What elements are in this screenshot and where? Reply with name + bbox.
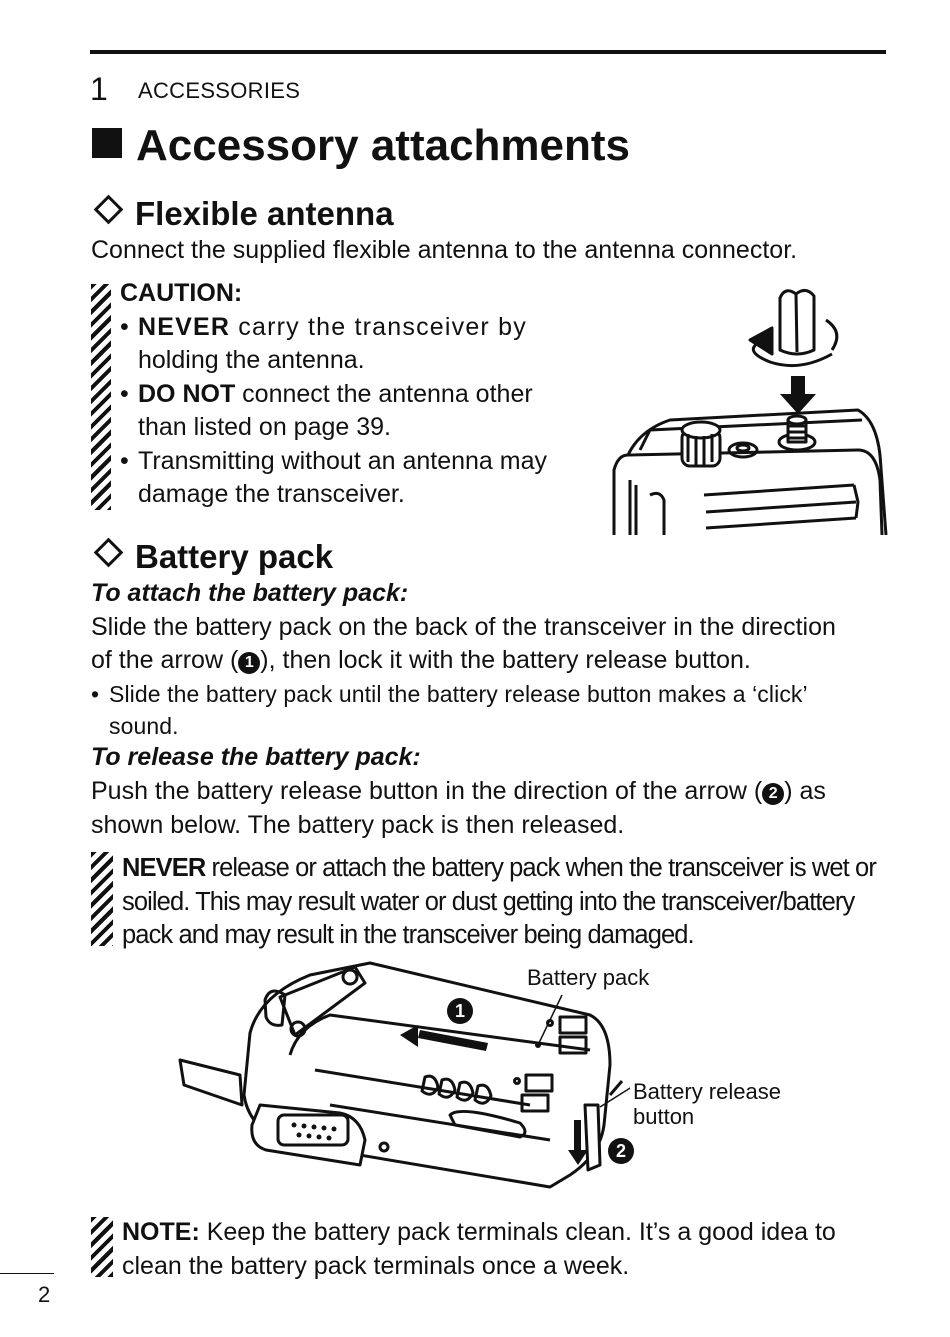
antenna-section-title-text: Flexible antenna — [135, 195, 394, 232]
caution-item-text: carry the transceiver by — [230, 312, 527, 341]
caution-item: DO NOT connect the antenna other than li… — [120, 378, 570, 445]
warning-text: NEVER release or attach the battery pack… — [122, 854, 877, 949]
square-bullet-icon — [92, 128, 122, 158]
attach-text: Slide the battery pack on the back of th… — [91, 613, 836, 641]
diamond-icon — [93, 194, 124, 225]
warning-lead: NEVER — [122, 854, 206, 882]
battery-illustration — [178, 961, 630, 1189]
attach-heading: To attach the battery pack: — [91, 579, 409, 607]
diamond-icon — [93, 537, 124, 568]
caution-item-text: holding the antenna. — [138, 346, 365, 374]
footer-rule — [0, 1273, 54, 1274]
battery-release-callout: Battery release button — [633, 1079, 781, 1129]
antenna-section-title: Flexible antenna — [92, 194, 394, 234]
release-heading: To release the battery pack: — [91, 743, 421, 771]
warning-hatch-bar — [91, 852, 113, 946]
battery-pack-callout: Battery pack — [527, 965, 650, 990]
note-label: NOTE: — [122, 1218, 200, 1246]
chapter-name: ACCESSORIES — [138, 78, 301, 103]
battery-section-title-text: Battery pack — [135, 538, 334, 575]
marker-2-callout: 2 — [608, 1138, 634, 1164]
page-title-text: Accessory attachments — [136, 121, 631, 170]
marker-1-callout: 1 — [447, 998, 473, 1024]
caution-hatch-bar — [91, 284, 111, 510]
caution-item: NEVER carry the transceiver by holding t… — [120, 311, 570, 378]
attach-bullet: Slide the battery pack until the battery… — [91, 678, 950, 742]
marker-1-icon: 1 — [238, 652, 261, 674]
caution-item-text: Transmitting without an antenna may — [138, 446, 548, 475]
chapter-number: 1 — [90, 71, 108, 107]
release-text: shown below. The battery pack is then re… — [91, 811, 625, 839]
marker-2-icon: 2 — [762, 783, 785, 805]
page-number: 2 — [38, 1282, 51, 1307]
antenna-illustration — [612, 289, 888, 536]
caution-item-lead: DO NOT — [138, 379, 236, 408]
caution-block: CAUTION: NEVER carry the transceiver by … — [120, 277, 570, 512]
caution-item: Transmitting without an antenna may dama… — [120, 445, 570, 512]
caution-item-text: connect the antenna other — [235, 379, 533, 408]
header-rule — [90, 50, 886, 54]
caution-item-text: than listed on page 39. — [138, 413, 391, 441]
battery-section-title: Battery pack — [92, 537, 333, 577]
note-text: NOTE: Keep the battery pack terminals cl… — [122, 1218, 836, 1280]
release-text: Push the battery release button in the d… — [91, 777, 826, 805]
page-title: Accessory attachments — [92, 120, 630, 172]
caution-item-lead: NEVER — [138, 312, 231, 341]
caution-item-text: damage the transceiver. — [138, 480, 405, 508]
caution-label: CAUTION: — [120, 279, 243, 307]
antenna-intro: Connect the supplied flexible antenna to… — [91, 236, 798, 264]
note-hatch-bar — [91, 1217, 113, 1277]
attach-text: of the arrow (1), then lock it with the … — [91, 646, 751, 674]
